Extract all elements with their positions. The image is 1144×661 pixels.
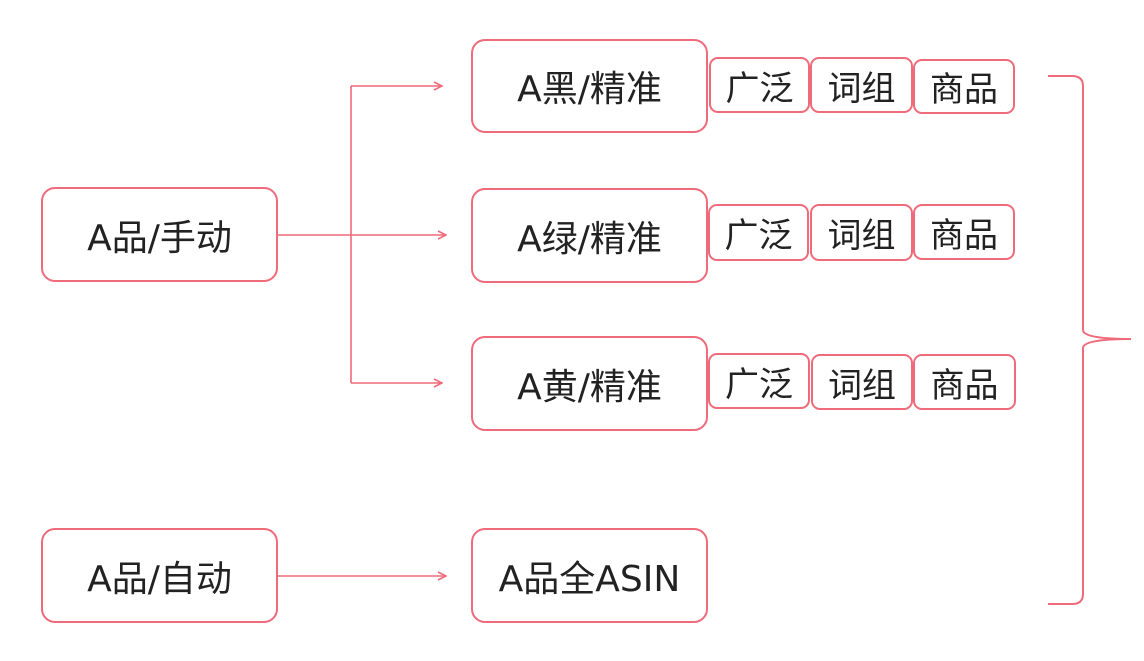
target-all-asin-node: A品全ASIN [471, 528, 708, 623]
right-brace [1048, 75, 1132, 605]
tag-product: 商品 [913, 59, 1015, 114]
source-auto-node: A品/自动 [41, 528, 278, 623]
tag-broad: 广泛 [708, 353, 810, 409]
tag-phrase: 词组 [811, 354, 913, 410]
tag-broad: 广泛 [708, 204, 809, 261]
tag-phrase: 词组 [810, 57, 913, 113]
target-yellow-node: A黄/精准 [471, 336, 708, 431]
tag-product: 商品 [913, 204, 1015, 260]
target-green-node: A绿/精准 [471, 188, 708, 283]
tag-broad: 广泛 [709, 57, 810, 113]
tag-phrase: 词组 [810, 204, 913, 261]
tag-product: 商品 [913, 354, 1016, 410]
target-black-node: A黑/精准 [471, 39, 708, 133]
source-manual-node: A品/手动 [41, 187, 278, 282]
